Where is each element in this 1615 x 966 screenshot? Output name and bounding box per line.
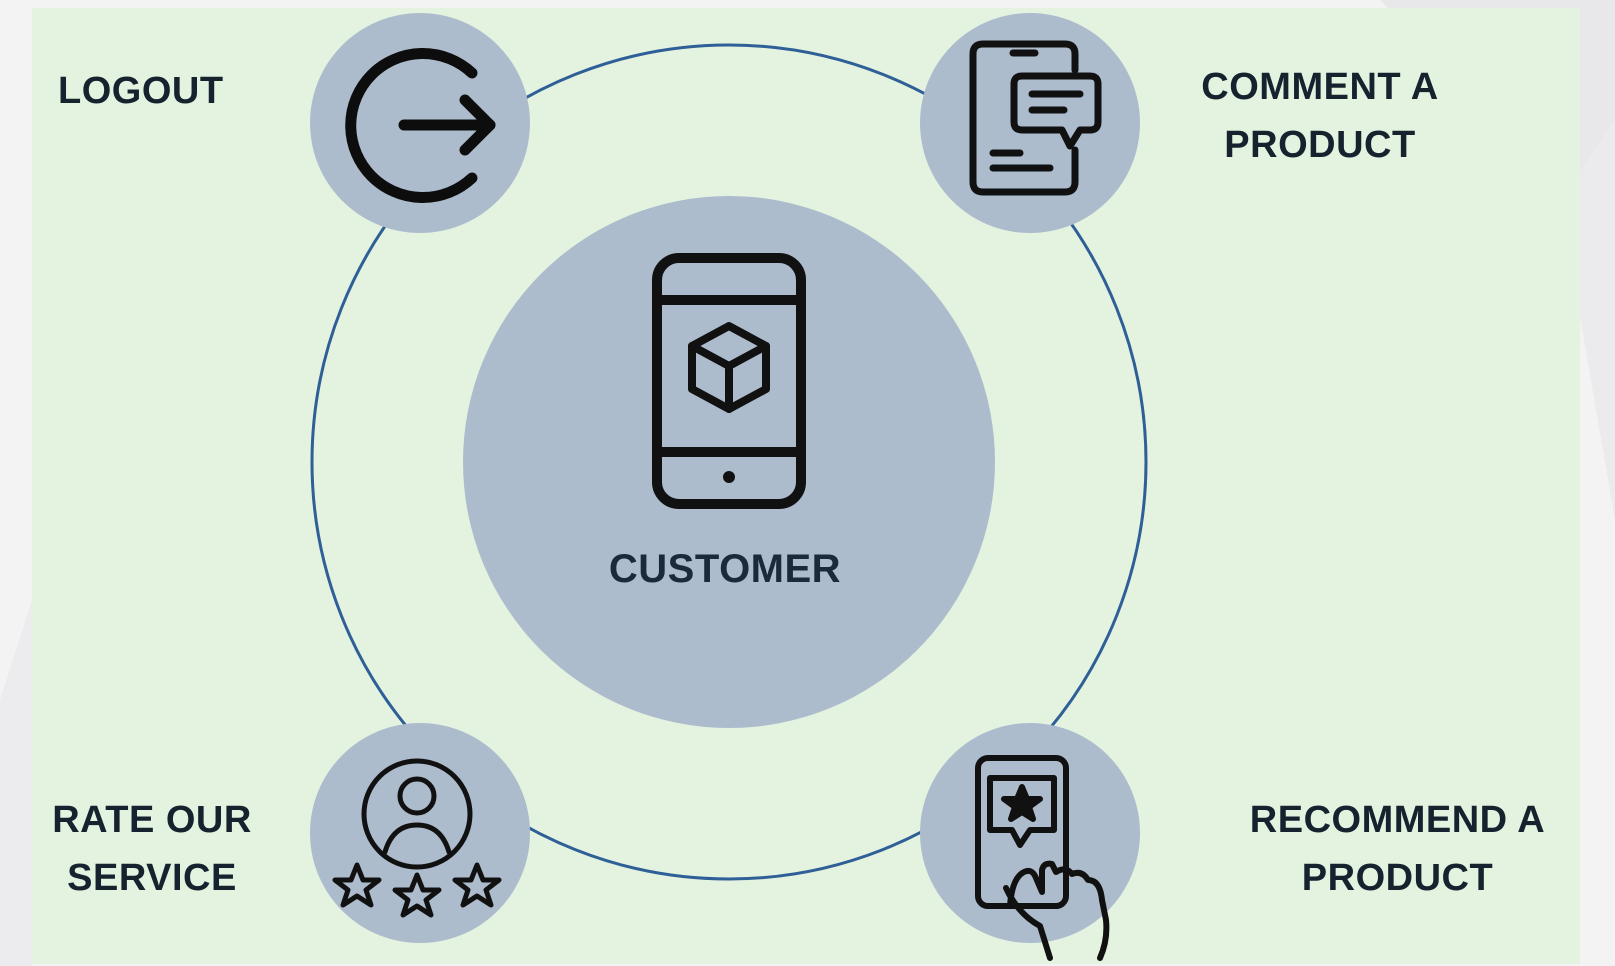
orbit-ring [310,43,1148,881]
center-label: CUSTOMER [608,547,842,591]
hand-phone-star-icon [975,755,1110,961]
center-circle [463,196,995,728]
logout-arrow-icon [345,48,496,203]
smartphone-box-icon [652,253,806,509]
node-label-comment: COMMENT A PRODUCT [1201,66,1439,166]
phone-comment-icon [969,40,1102,196]
node-label-rate: RATE OUR SERVICE [52,799,252,899]
node-label-recommend: RECOMMEND A PRODUCT [1249,799,1546,899]
node-label-logout: LOGOUT [58,70,224,112]
user-stars-icon [332,758,502,918]
